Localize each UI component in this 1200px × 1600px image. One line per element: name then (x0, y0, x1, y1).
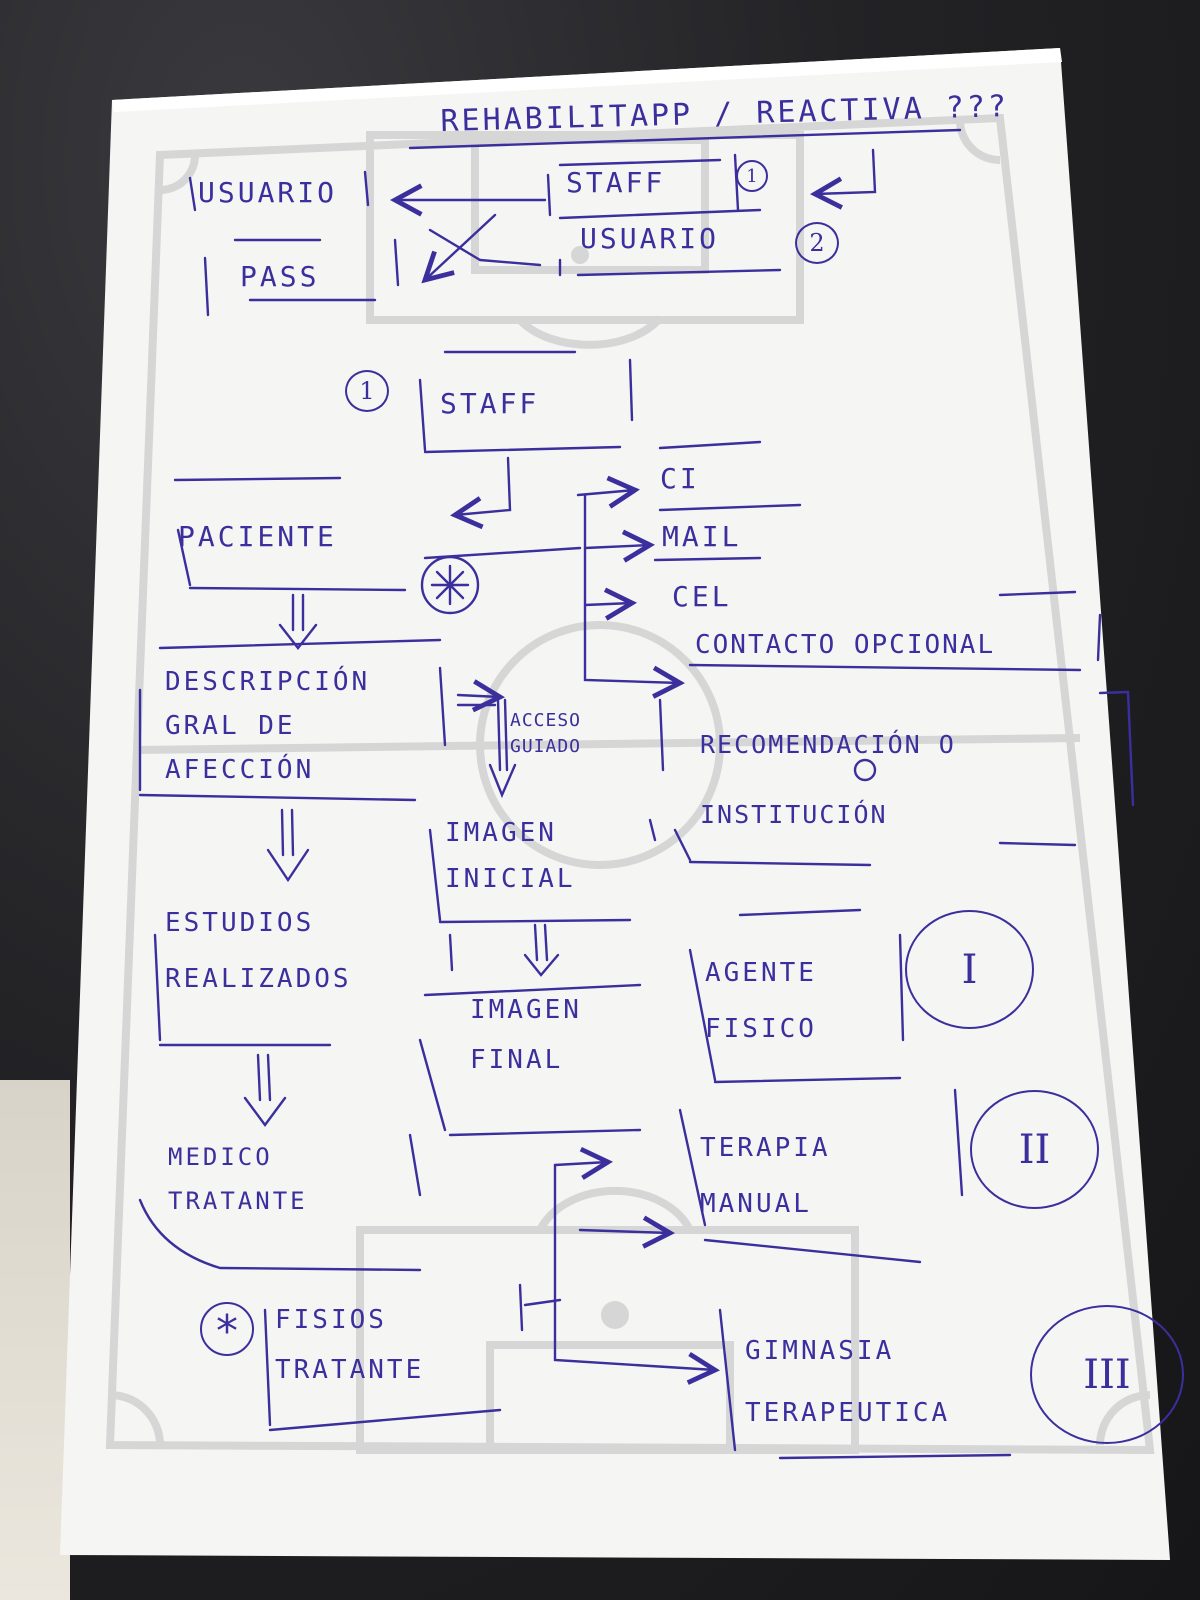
login-pass-label: Pass (240, 260, 320, 293)
login-user-label: Usuario (198, 176, 338, 209)
patient-field-mail: Mail (662, 520, 742, 553)
therapy-1-numeral: I (905, 910, 1034, 1029)
patient-label: Paciente (178, 520, 337, 553)
recommendation-text: Recomendación o Institución (700, 730, 956, 829)
patient-field-cel: Cel (672, 580, 732, 613)
login-option-user-num: 2 (795, 222, 839, 264)
login-option-user: Usuario (580, 222, 720, 255)
initial-image-text: Imagen inicial (445, 818, 576, 894)
therapy-3-numeral: III (1030, 1305, 1184, 1444)
therapy-1-label: Agente fisico (705, 958, 817, 1044)
therapy-2-label: Terapia manual (700, 1133, 831, 1219)
therapy-3-label: Gimnasia terapeutica (745, 1336, 951, 1428)
description-text: Descripción gral de afección (165, 667, 371, 785)
login-option-staff-num: 1 (736, 160, 768, 192)
physios-marker: * (200, 1302, 254, 1357)
therapy-2-numeral: II (970, 1090, 1099, 1209)
studies-text: Estudios realizados (165, 908, 352, 994)
physios-text: Fisios tratante (275, 1305, 425, 1385)
staff-label: Staff (440, 387, 540, 420)
login-option-staff: Staff (566, 166, 666, 199)
access-text: Acceso guiado (510, 710, 582, 757)
doctor-text: Medico tratante (168, 1143, 308, 1215)
patient-field-ci: CI (660, 462, 700, 495)
floor-corner (0, 1080, 70, 1600)
final-image-text: Imagen final (470, 995, 582, 1075)
patient-field-contact: Contacto opcional (695, 630, 996, 660)
staff-section-marker: 1 (345, 370, 389, 412)
